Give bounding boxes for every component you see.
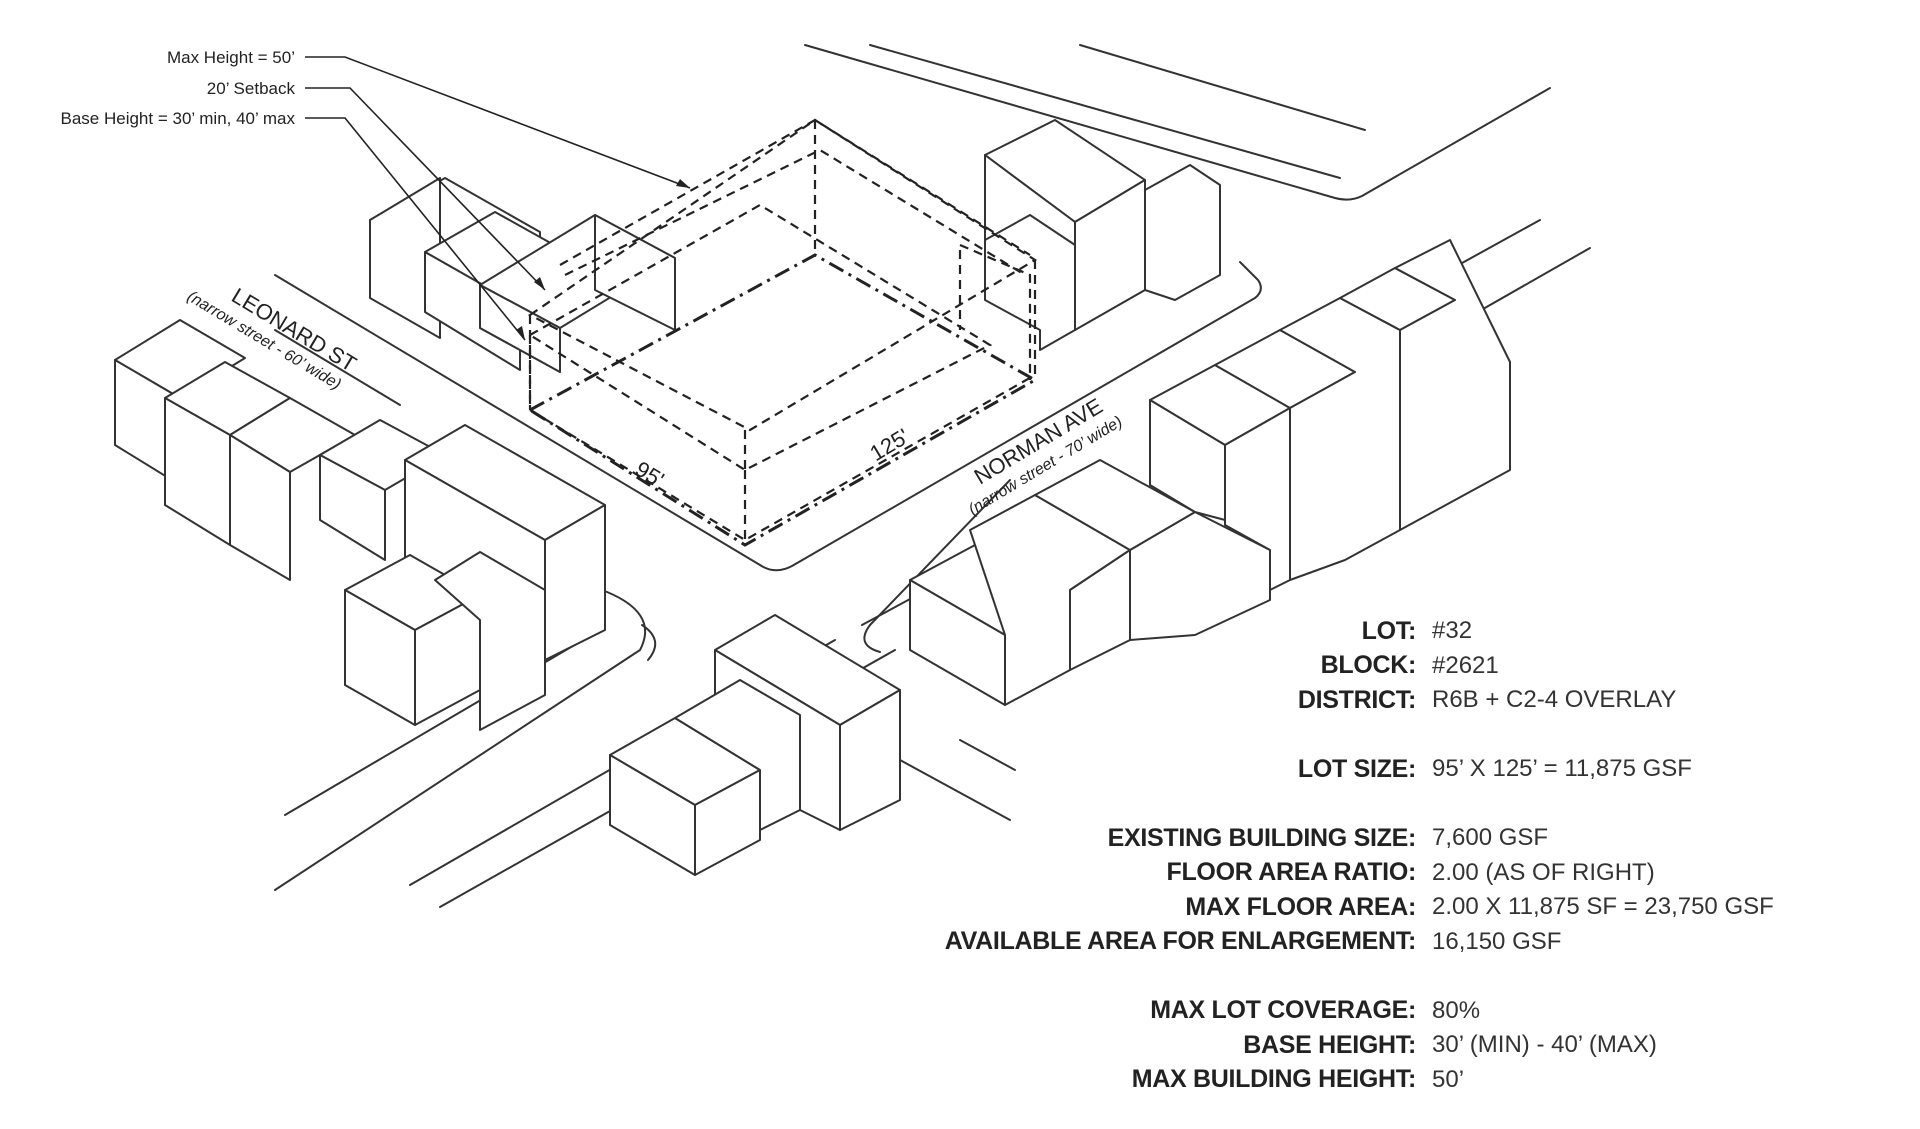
value-block: #2621 — [1432, 651, 1499, 679]
label-available-area: AVAILABLE AREA FOR ENLARGEMENT: — [944, 927, 1417, 956]
row-floor-area-ratio: FLOOR AREA RATIO: 2.00 (AS OF RIGHT) — [894, 856, 1894, 891]
building-corner-left — [344, 424, 606, 731]
callout-setback: 20’ Setback — [207, 79, 296, 98]
row-available-area: AVAILABLE AREA FOR ENLARGEMENT: 16,150 G… — [894, 925, 1894, 960]
value-district: R6B + C2-4 OVERLAY — [1432, 686, 1677, 714]
value-floor-area-ratio: 2.00 (AS OF RIGHT) — [1432, 858, 1655, 886]
value-existing-building-size: 7,600 GSF — [1432, 824, 1549, 852]
label-block: BLOCK: — [1320, 651, 1417, 680]
zoning-envelope — [527, 118, 1038, 542]
label-base-height: BASE HEIGHT: — [1243, 1030, 1416, 1059]
building-bottom — [609, 614, 901, 876]
value-max-lot-coverage: 80% — [1432, 996, 1481, 1024]
label-district: DISTRICT: — [1297, 685, 1416, 714]
row-max-floor-area: MAX FLOOR AREA: 2.00 X 11,875 SF = 23,75… — [894, 890, 1894, 925]
neighbor-buildings — [114, 119, 1511, 876]
spacer — [894, 959, 1894, 994]
value-base-height: 30’ (MIN) - 40’ (MAX) — [1432, 1031, 1657, 1059]
label-floor-area-ratio: FLOOR AREA RATIO: — [1166, 858, 1416, 887]
callout-base-height: Base Height = 30’ min, 40’ max — [61, 109, 296, 128]
lot-outline — [527, 253, 1039, 547]
row-existing-building-size: EXISTING BUILDING SIZE: 7,600 GSF — [894, 821, 1894, 856]
label-max-floor-area: MAX FLOOR AREA: — [1185, 892, 1416, 921]
row-block: BLOCK: #2621 — [894, 649, 1894, 684]
lot-info-table: LOT: #32 BLOCK: #2621 DISTRICT: R6B + C2… — [894, 614, 1894, 1097]
spacer — [894, 787, 1894, 822]
row-max-building-height: MAX BUILDING HEIGHT: 50’ — [894, 1063, 1894, 1098]
building-right-row — [909, 239, 1511, 706]
label-lot-size: LOT SIZE: — [1297, 754, 1416, 783]
label-max-lot-coverage: MAX LOT COVERAGE: — [1150, 996, 1416, 1025]
row-base-height: BASE HEIGHT: 30’ (MIN) - 40’ (MAX) — [894, 1028, 1894, 1063]
building-top-left — [369, 177, 676, 373]
callout-leaders — [305, 56, 691, 341]
row-district: DISTRICT: R6B + C2-4 OVERLAY — [894, 683, 1894, 718]
value-max-floor-area: 2.00 X 11,875 SF = 23,750 GSF — [1432, 893, 1774, 921]
row-lot: LOT: #32 — [894, 614, 1894, 649]
value-lot: #32 — [1432, 617, 1473, 645]
row-max-lot-coverage: MAX LOT COVERAGE: 80% — [894, 994, 1894, 1029]
dimension-width: 95' — [631, 456, 668, 492]
dimension-depth: 125' — [865, 424, 913, 466]
spacer — [894, 718, 1894, 753]
row-lot-size: LOT SIZE: 95’ X 125’ = 11,875 GSF — [894, 752, 1894, 787]
label-max-building-height: MAX BUILDING HEIGHT: — [1131, 1065, 1417, 1094]
value-max-building-height: 50’ — [1432, 1065, 1465, 1093]
value-lot-size: 95’ X 125’ = 11,875 GSF — [1432, 755, 1692, 783]
building-top-right — [984, 119, 1221, 351]
label-existing-building-size: EXISTING BUILDING SIZE: — [1107, 823, 1417, 852]
callout-max-height: Max Height = 50’ — [167, 48, 295, 67]
value-available-area: 16,150 GSF — [1432, 927, 1562, 955]
label-lot: LOT: — [1361, 616, 1417, 645]
